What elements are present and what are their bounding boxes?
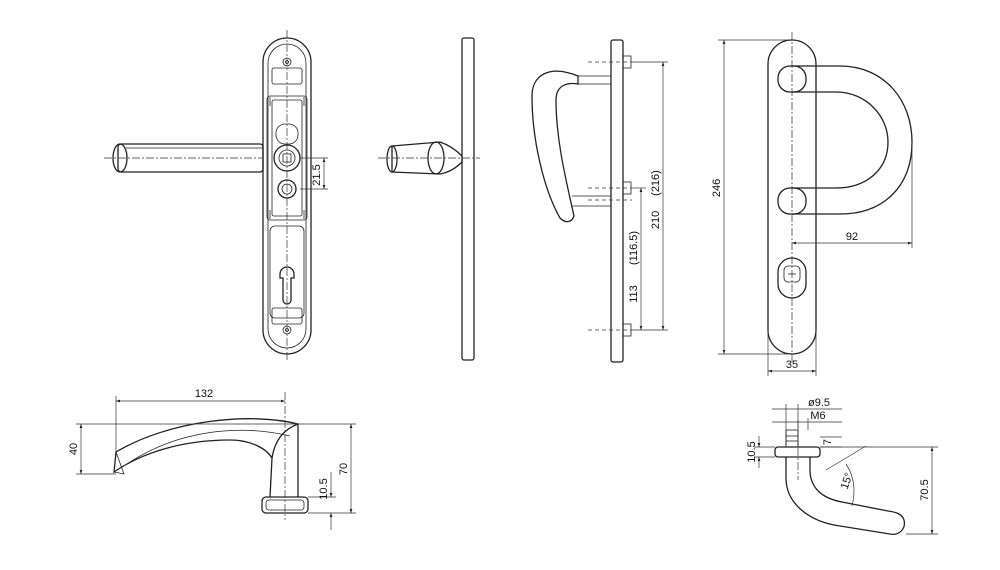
dim-132: 132	[195, 388, 213, 400]
dim-7: 7	[822, 439, 834, 445]
dim-35: 35	[786, 359, 798, 371]
dim-210: 210	[650, 211, 662, 229]
lever-profile-view: 132 40 70 10.5	[68, 388, 356, 530]
dim-216: (216)	[650, 170, 662, 196]
dim-15-deg: 15°	[839, 471, 856, 491]
side-view-pull-handle: 210 (216) 113 (116.5)	[531, 39, 668, 363]
dim-21-5: 21.5	[311, 164, 323, 185]
side-view-lever	[378, 37, 480, 361]
dim-phi-9-5: ø9.5	[808, 397, 830, 409]
pull-handle-profile-view: ø9.5 M6 7 10.5 70.5 15°	[746, 397, 938, 535]
dim-116-5: (116.5)	[628, 231, 640, 265]
dim-10-5-right: 10.5	[746, 441, 758, 462]
dim-70: 70	[338, 463, 350, 475]
dim-113: 113	[628, 285, 640, 303]
front-view-lever-backplate: 21.5	[104, 30, 328, 362]
dim-40: 40	[68, 443, 80, 455]
dim-70-5: 70.5	[919, 479, 931, 500]
dim-M6: M6	[810, 410, 825, 422]
front-view-pull-handle: 246 92 35	[711, 32, 913, 376]
dim-10-5-left: 10.5	[318, 478, 330, 499]
dim-92: 92	[846, 231, 858, 243]
dim-246: 246	[711, 179, 723, 197]
